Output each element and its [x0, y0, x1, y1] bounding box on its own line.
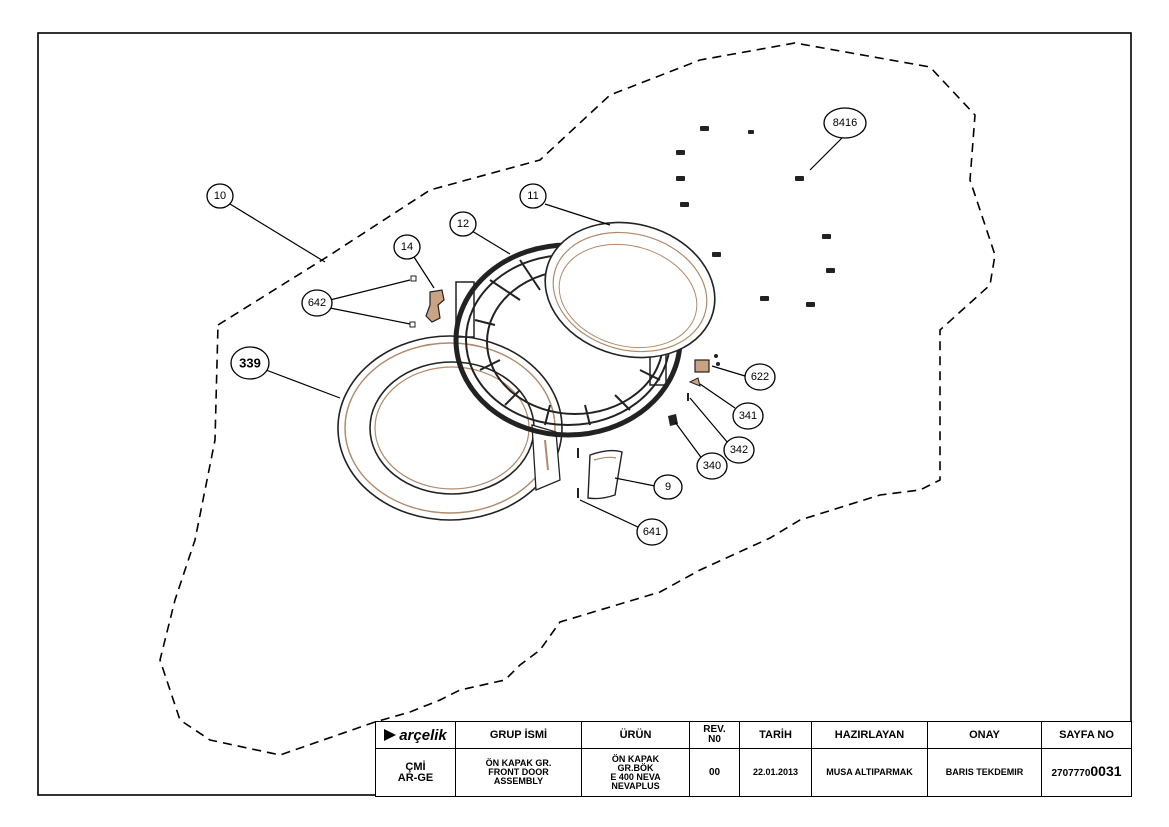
callout-340: 340	[696, 452, 728, 480]
callout-341: 341	[732, 402, 764, 430]
callout-342: 342	[723, 436, 755, 464]
part-door-handle	[587, 449, 623, 500]
svg-text:622: 622	[751, 371, 769, 383]
value-approval: BARIS TEKDEMIR	[927, 748, 1042, 797]
svg-text:8416: 8416	[833, 117, 857, 129]
svg-text:342: 342	[730, 444, 748, 456]
value-group-name: ÖN KAPAK GR. FRONT DOOR ASSEMBLY	[455, 748, 582, 797]
callout-14: 14	[393, 234, 421, 260]
header-approval: ONAY	[927, 721, 1042, 749]
svg-text:14: 14	[401, 241, 413, 253]
callout-9: 9	[653, 474, 683, 500]
value-page-no: 27077700031	[1041, 748, 1132, 797]
title-block: arçelik GRUP İSMİ ÜRÜN REV. N0 TARİH HAZ…	[375, 721, 1132, 797]
value-department: ÇMİ AR-GE	[375, 748, 456, 797]
company-logo: arçelik	[378, 727, 453, 744]
part-door-outer-ring	[337, 335, 563, 521]
svg-text:339: 339	[239, 356, 261, 371]
callout-642: 642	[301, 289, 333, 317]
callout-8416: 8416	[823, 107, 867, 139]
part-pins-642	[409, 275, 417, 328]
header-date: TARİH	[739, 721, 812, 749]
leader-lines	[229, 136, 844, 529]
part-door-glass	[544, 221, 716, 359]
svg-text:341: 341	[739, 410, 757, 422]
header-page-no: SAYFA NO	[1041, 721, 1132, 749]
page-no-suffix: 0031	[1090, 763, 1122, 779]
value-rev: 00	[689, 748, 740, 797]
assembly-boundary-dashed	[159, 42, 996, 756]
logo-mark-icon	[384, 729, 397, 741]
company-logo-text: arçelik	[399, 726, 447, 744]
page-no-prefix: 2707770	[1051, 768, 1091, 779]
svg-text:340: 340	[703, 460, 721, 472]
callout-622: 622	[744, 363, 776, 391]
callout-11: 11	[519, 183, 547, 209]
title-block-header-row: arçelik GRUP İSMİ ÜRÜN REV. N0 TARİH HAZ…	[375, 721, 1132, 749]
svg-text:9: 9	[665, 481, 671, 493]
part-screws-8416	[676, 126, 835, 307]
header-product: ÜRÜN	[581, 721, 690, 749]
header-prepared-by: HAZIRLAYAN	[811, 721, 928, 749]
value-product: ÖN KAPAK GR.BÖK E 400 NEVA NEVAPLUS	[581, 748, 690, 797]
value-prepared-by: MUSA ALTIPARMAK	[811, 748, 928, 797]
svg-text:642: 642	[308, 297, 326, 309]
title-block-value-row: ÇMİ AR-GE ÖN KAPAK GR. FRONT DOOR ASSEMB…	[375, 748, 1132, 797]
callout-12: 12	[449, 211, 477, 237]
callout-10: 10	[206, 183, 234, 209]
svg-text:641: 641	[643, 526, 661, 538]
value-date: 22.01.2013	[739, 748, 812, 797]
callout-339: 339	[230, 346, 270, 380]
header-rev-no: REV. N0	[689, 721, 740, 749]
company-logo-cell: arçelik	[375, 721, 456, 749]
svg-text:11: 11	[527, 190, 538, 202]
callout-641: 641	[636, 518, 668, 546]
svg-text:10: 10	[214, 190, 226, 202]
part-hinge	[425, 289, 445, 323]
header-group-name: GRUP İSMİ	[455, 721, 582, 749]
svg-text:12: 12	[457, 218, 469, 230]
